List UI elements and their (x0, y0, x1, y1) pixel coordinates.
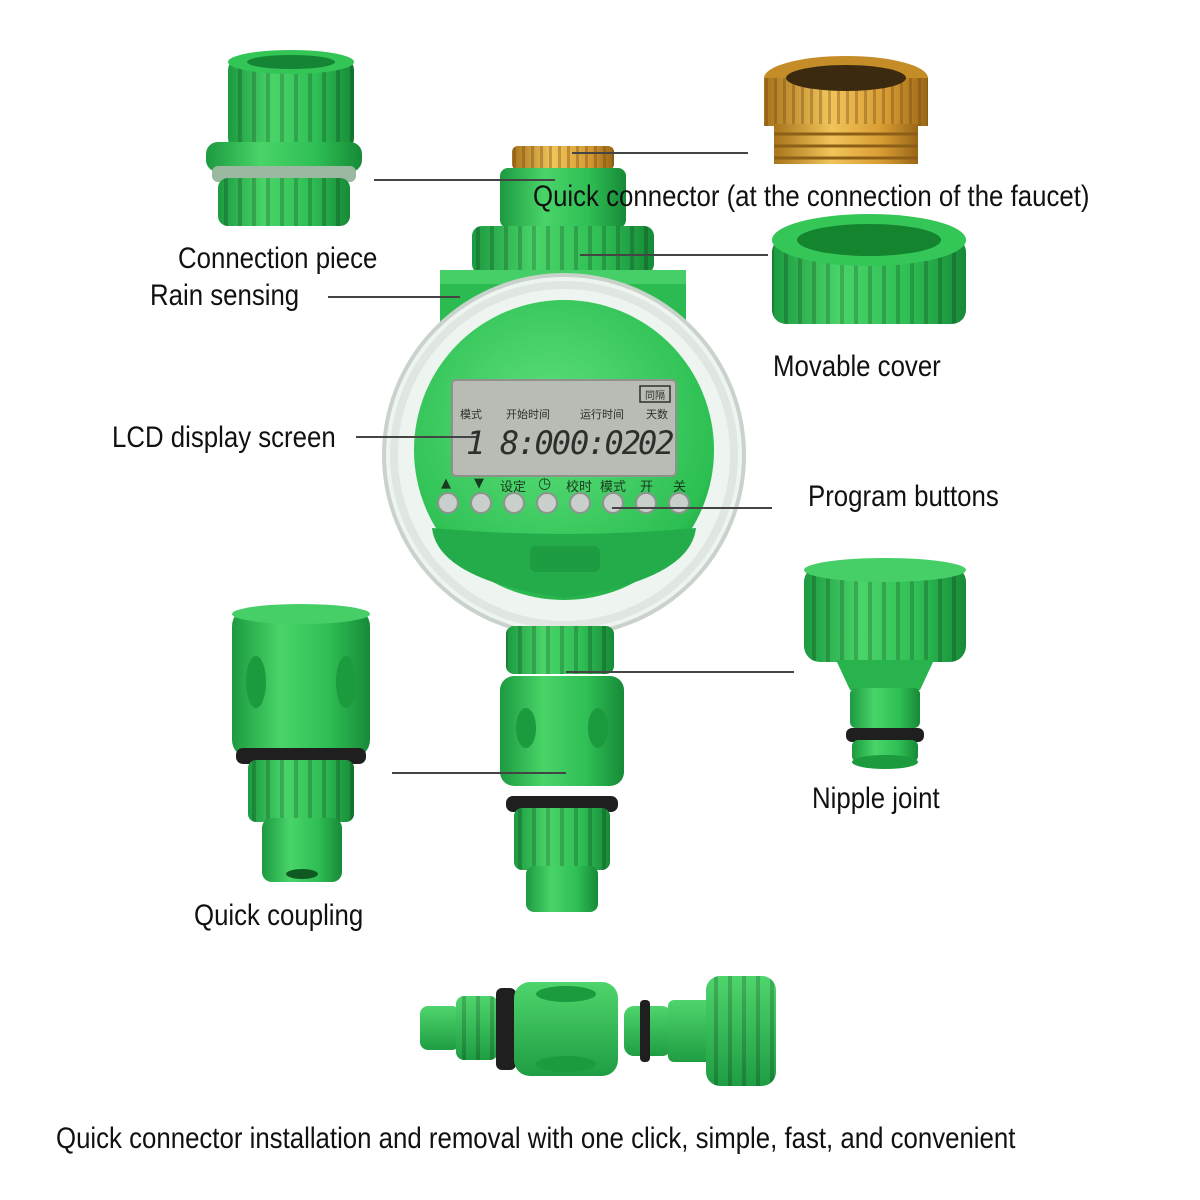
button-clock[interactable] (536, 492, 558, 514)
button-up[interactable] (437, 492, 459, 514)
button-mode-label: 模式 (600, 480, 627, 495)
label-lcd-display-screen: LCD display screen (112, 421, 336, 454)
quick-coupling-part (232, 604, 370, 882)
label-nipple-joint: Nipple joint (812, 782, 940, 815)
label-connection-piece: Connection piece (178, 242, 378, 275)
lcd-tag: 同隔 (645, 391, 665, 402)
lcd-days: 02 (638, 424, 675, 462)
label-quick-connector-faucet: Quick connector (at the connection of th… (533, 180, 1090, 213)
lcd-start-time: 8:00 (500, 424, 571, 462)
button-on[interactable] (635, 492, 657, 514)
nipple-joint-part (804, 558, 966, 769)
button-set[interactable] (503, 492, 525, 514)
lcd-header-days: 天数 (646, 408, 668, 421)
caption: Quick connector installation and removal… (56, 1122, 1016, 1155)
button-mode[interactable] (602, 492, 624, 514)
button-calibrate-label: 校时 (566, 480, 593, 495)
button-off-label: 关 (673, 480, 687, 495)
lcd-header-mode: 模式 (460, 408, 482, 421)
clock-icon: ◷ (538, 474, 552, 492)
lcd-run-time: 0:02 (570, 424, 641, 462)
label-movable-cover: Movable cover (773, 350, 941, 383)
lcd-header-run: 运行时间 (580, 408, 624, 421)
button-set-label: 设定 (500, 480, 527, 495)
arrow-up-icon: ▲ (441, 476, 451, 491)
movable-cover-part (772, 214, 966, 324)
button-off[interactable] (668, 492, 690, 514)
lcd-header-start: 开始时间 (506, 408, 550, 421)
label-rain-sensing: Rain sensing (150, 279, 300, 312)
label-quick-coupling: Quick coupling (194, 899, 364, 932)
timer-device (382, 146, 746, 912)
connection-piece-part (206, 50, 362, 226)
lcd-display (451, 379, 677, 477)
button-calibrate[interactable] (569, 492, 591, 514)
leader-lines (328, 152, 794, 774)
label-program-buttons: Program buttons (808, 480, 999, 513)
button-down[interactable] (470, 492, 492, 514)
brass-adapter-part (764, 56, 928, 164)
program-buttons-row (437, 492, 690, 514)
button-on-label: 开 (640, 480, 654, 495)
lcd-mode-value: 1 (466, 424, 486, 462)
assembly-demo-part (420, 976, 776, 1086)
arrow-down-icon: ▼ (474, 476, 484, 491)
